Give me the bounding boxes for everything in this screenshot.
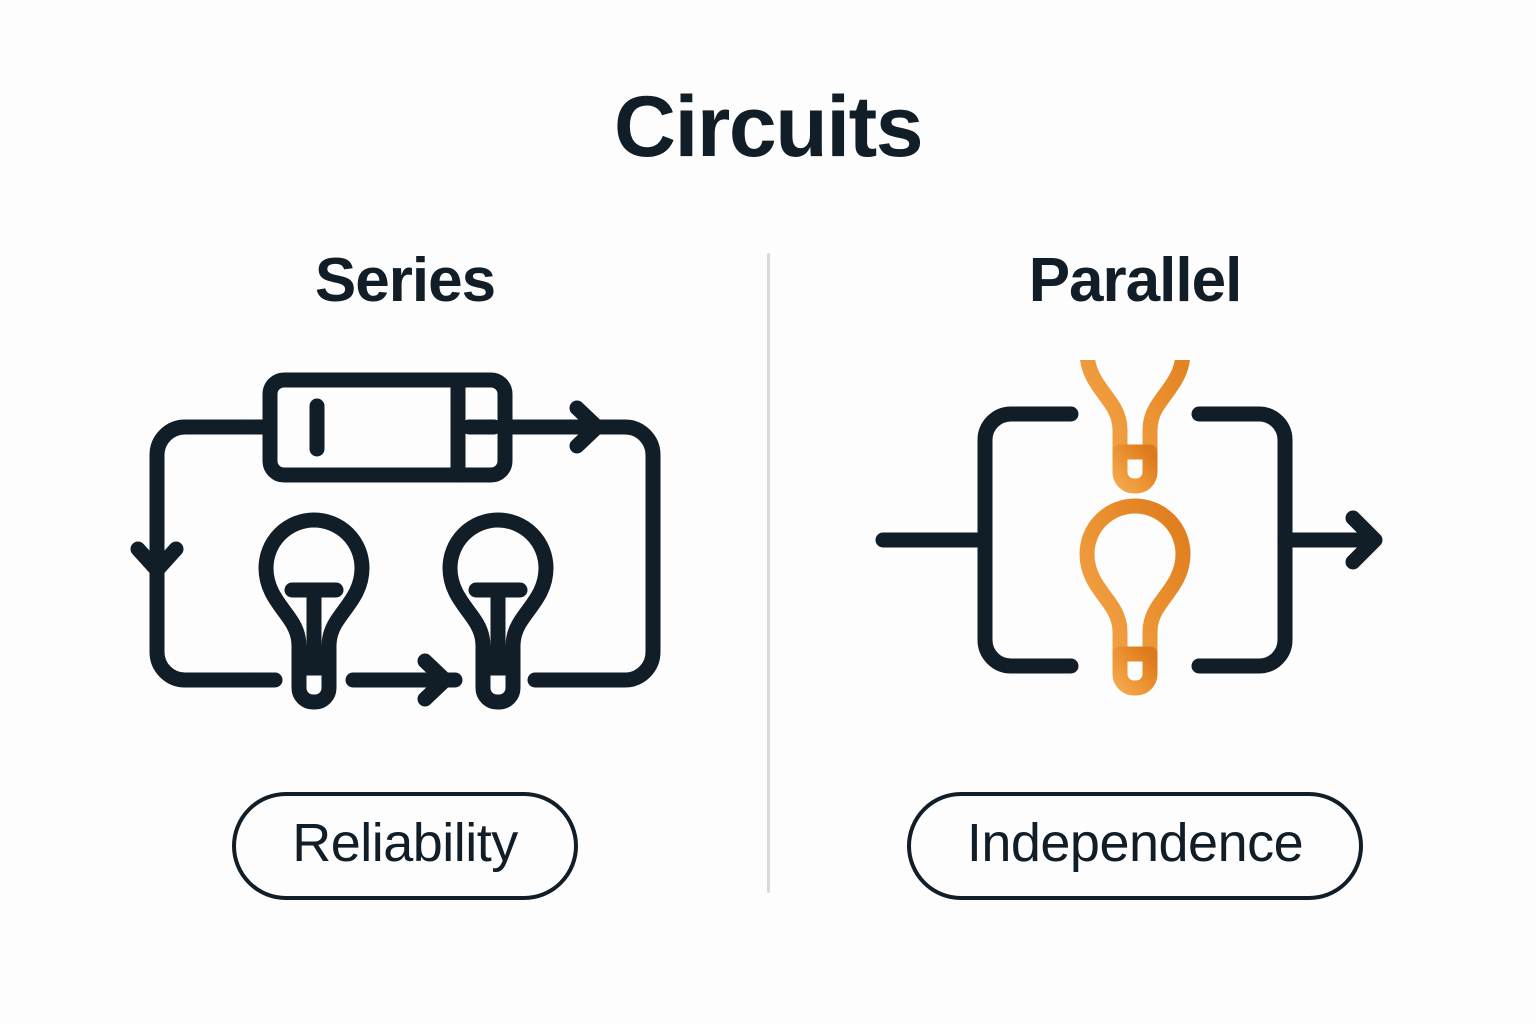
parallel-circuit-diagram xyxy=(790,360,1480,760)
arrow-bottom-right-icon xyxy=(417,653,453,707)
bulb-bottom-glass xyxy=(1079,498,1191,662)
bulb-top-glass xyxy=(1080,360,1190,460)
panel-series: Series xyxy=(60,250,750,910)
bulb-bottom-base xyxy=(1112,646,1158,696)
pill-row-series: Reliability xyxy=(60,792,750,900)
wire-right-bus-bottom xyxy=(1191,532,1293,674)
bulb-parallel-top xyxy=(1080,360,1190,494)
bulb2-glass xyxy=(442,512,554,676)
panel-parallel: Parallel xyxy=(790,250,1480,910)
bulb-top-base xyxy=(1112,444,1158,494)
bulb1-glass xyxy=(258,512,370,676)
page-title: Circuits xyxy=(613,79,924,175)
wire-left-bus-bottom xyxy=(977,532,1079,674)
panel-heading-parallel: Parallel xyxy=(1028,246,1243,315)
bulb-series-2 xyxy=(442,512,565,710)
wire-right-bus-top xyxy=(1191,406,1293,548)
series-circuit-diagram xyxy=(60,360,750,760)
bulb1-base xyxy=(291,660,337,710)
pill-row-parallel: Independence xyxy=(790,792,1480,900)
wire-right-side xyxy=(549,419,661,688)
bulb-series-1 xyxy=(245,512,370,710)
wire-left-bottom-corner xyxy=(149,562,261,688)
pill-independence[interactable]: Independence xyxy=(906,792,1364,900)
arrow-left-down-icon xyxy=(130,541,184,578)
bulb2-base xyxy=(475,660,521,710)
panel-divider xyxy=(767,253,770,893)
bulb-parallel-bottom xyxy=(1079,498,1191,696)
wire-left-top-corner xyxy=(149,419,253,578)
wire-left-bus-top xyxy=(977,406,1079,548)
arrow-output-right-icon xyxy=(1345,510,1383,570)
parallel-circuit-svg xyxy=(875,360,1383,696)
panel-heading-series: Series xyxy=(314,246,496,315)
series-circuit-svg xyxy=(130,372,661,710)
pill-reliability[interactable]: Reliability xyxy=(232,792,578,900)
